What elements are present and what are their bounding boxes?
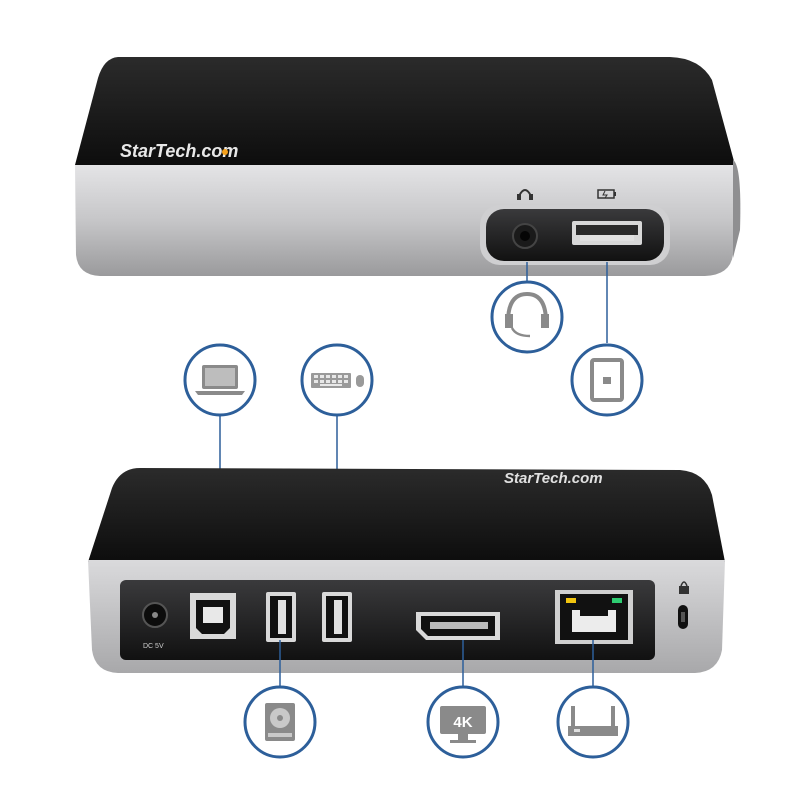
monitor-4k-label: 4K [453,714,472,731]
laptop-icon [195,365,245,395]
network-router-icon [568,706,618,736]
battery-charge-icon [597,189,616,199]
callout-keyboard-mouse [300,343,374,417]
displayport-port [416,612,500,640]
lock-slot [678,605,688,629]
usb-charge-port [572,221,642,245]
rear-port-panel [120,580,655,660]
hard-drive-icon [265,703,295,741]
callout-hard-drive [243,685,317,759]
dc-power-port: DC 5V [142,602,168,650]
callout-laptop [183,343,257,417]
audio-jack [512,223,538,249]
headset-icon [505,291,549,338]
callout-network [556,685,630,759]
usb-b-port [190,593,236,639]
keyboard-mouse-icon [311,373,364,388]
dock-rear-view: StarTech.com DC 5V [88,468,725,673]
usb-a-port [322,592,352,642]
lock-icon [679,581,689,594]
callout-headset [490,280,564,354]
callout-4k-monitor: 4K [426,685,500,759]
dc-power-label: DC 5V [143,643,164,650]
brand-logo-reversed: StarTech.com [504,470,603,487]
usb-a-port [266,592,296,642]
monitor-4k-icon: 4K [440,706,486,743]
dock-front-view: StarTech.com [75,57,741,276]
tablet-icon [590,358,624,402]
callout-tablet [570,343,644,417]
brand-logo: StarTech.com [120,141,238,161]
headset-icon [517,189,533,200]
ethernet-port [555,590,633,644]
